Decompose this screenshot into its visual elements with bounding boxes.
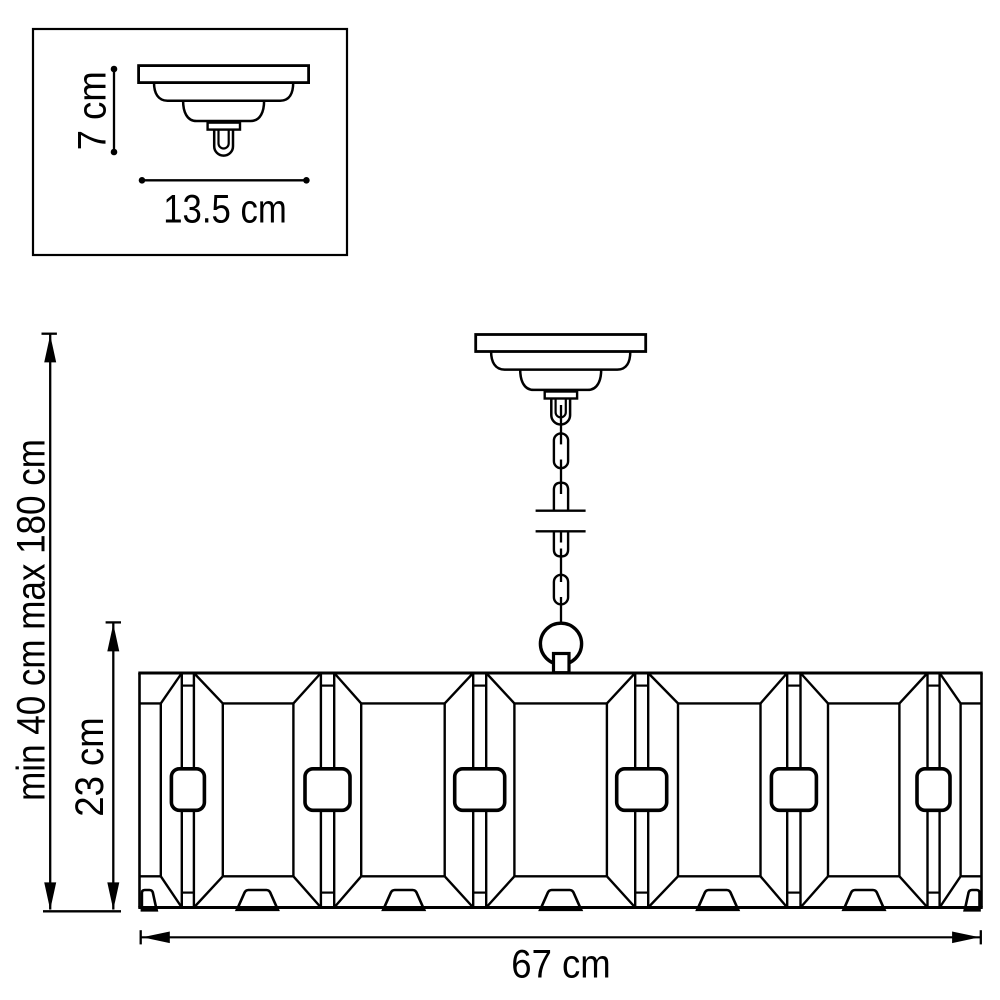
svg-text:67 cm: 67 cm bbox=[511, 942, 610, 986]
svg-text:7 cm: 7 cm bbox=[71, 71, 115, 150]
svg-text:23 cm: 23 cm bbox=[68, 717, 112, 816]
svg-text:min 40 cm max 180 cm: min 40 cm max 180 cm bbox=[10, 439, 54, 801]
svg-text:13.5 cm: 13.5 cm bbox=[163, 188, 287, 232]
